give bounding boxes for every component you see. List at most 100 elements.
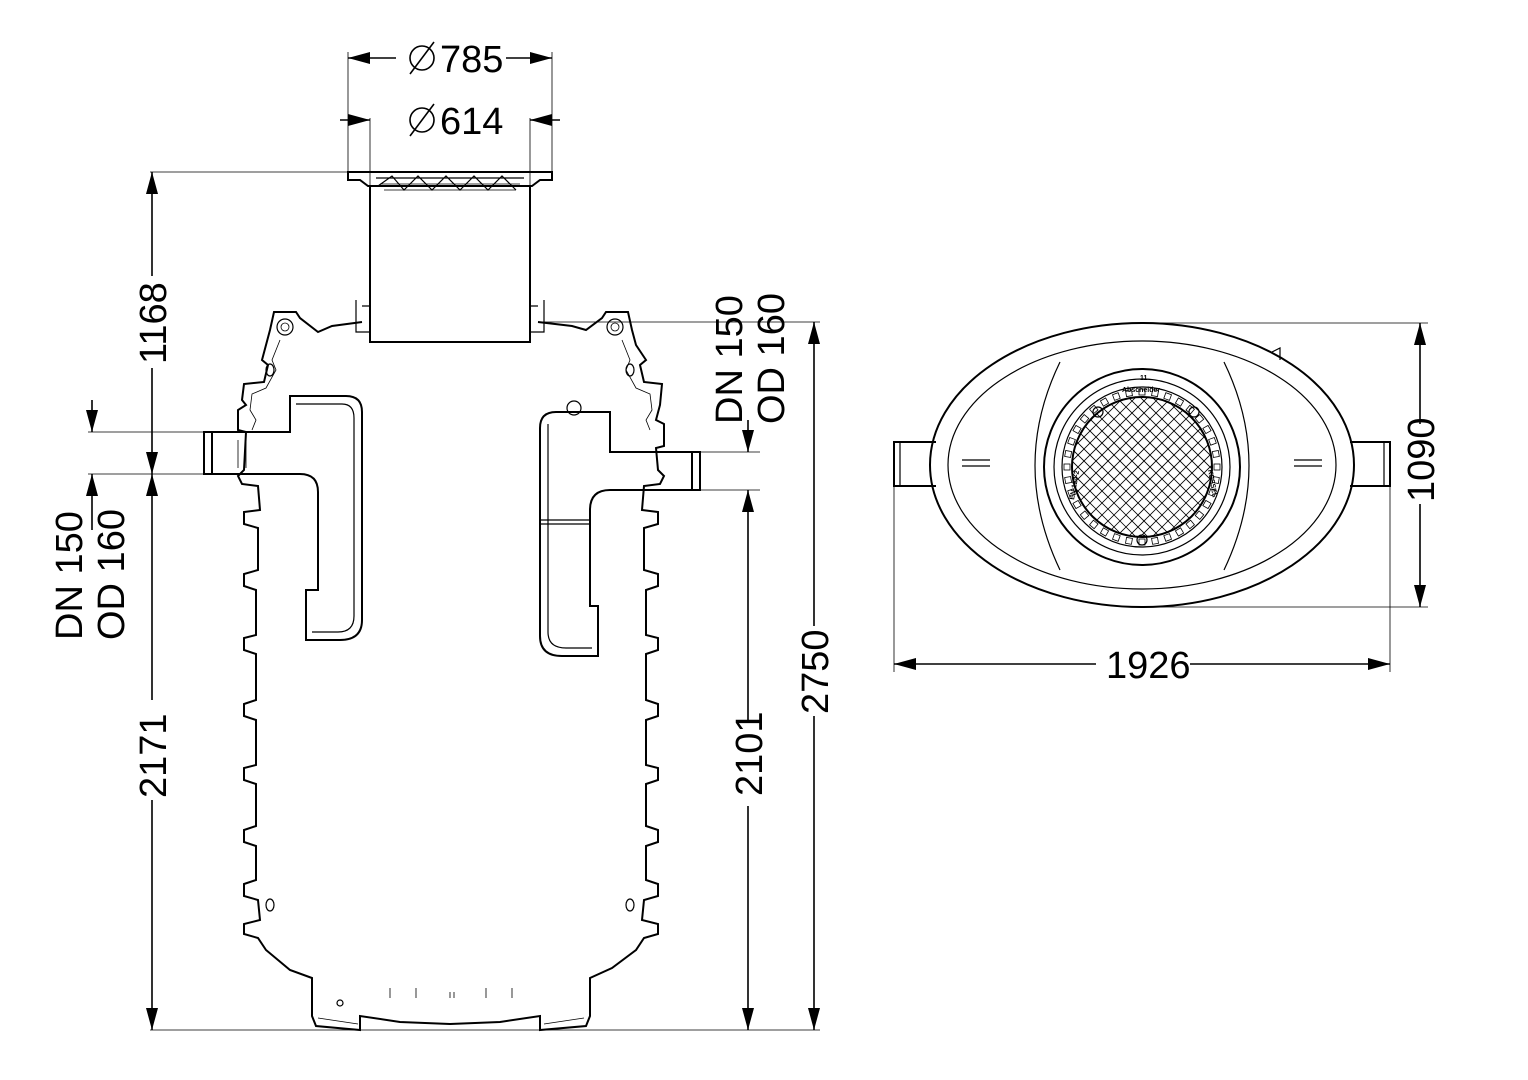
arrow-1168-top [146, 172, 158, 194]
ring-cell [1099, 397, 1110, 407]
outlet-vent-cap [566, 400, 582, 416]
cover-text-mark: 11 [1140, 375, 1148, 382]
inlet-wall-line [237, 440, 247, 468]
vent-hole-right-top [625, 363, 635, 377]
side-view: 785 614 1168 2171 DN 150 OD 160 DN 150 O… [49, 39, 837, 1032]
ring-cell [1202, 499, 1212, 510]
ring-cell [1151, 389, 1159, 398]
ring-cell [1211, 450, 1220, 458]
cover-grate [376, 175, 524, 191]
arrow-614-right [530, 114, 552, 126]
ring-cell [1138, 388, 1146, 396]
arrow-1926-left [894, 658, 916, 670]
inlet-pipe-inner [296, 403, 355, 633]
ring-cell [1211, 476, 1220, 484]
dim-text-plan-depth: 1090 [1401, 417, 1443, 502]
ring-cell [1213, 463, 1221, 471]
plan-cover-ring [1053, 378, 1231, 556]
label-inlet-dn: DN 150 [49, 511, 91, 640]
vent-hole-right-bottom [625, 898, 635, 912]
plan-mid-oval [947, 340, 1337, 590]
outlet-split [540, 519, 590, 525]
ring-cell [1099, 527, 1110, 537]
bolt-icon [1188, 406, 1200, 418]
diameter-icon [409, 103, 435, 137]
ring-cell [1194, 414, 1205, 424]
dim-text-plan-width: 1926 [1106, 645, 1191, 687]
lifting-eye-right [606, 318, 624, 336]
arrow-1090-top [1414, 323, 1426, 345]
arrow-1168-bottom [146, 452, 158, 474]
cover-text-right: KESSEL [1206, 469, 1218, 499]
vent-hole-left-bottom [265, 898, 275, 912]
grate-lattice [1072, 397, 1212, 537]
ring-cell [1064, 450, 1073, 458]
ring-cell [1125, 536, 1133, 545]
lifting-eye-left-inner [280, 322, 290, 332]
dim-text-shaft-height: 1168 [133, 282, 175, 364]
dim-text-total-height: 2750 [795, 629, 837, 714]
arrow-2171-top [146, 474, 158, 496]
dim-text-top-inner-diameter: 614 [440, 101, 503, 143]
ring-cell [1079, 414, 1090, 424]
ring-cell [1089, 519, 1099, 530]
plan-ridge [1034, 361, 1250, 571]
label-outlet-dn: DN 150 [709, 295, 751, 424]
arrow-2750-bottom [808, 1008, 820, 1030]
arrow-outlet-top [742, 430, 754, 452]
cover-ribs [380, 183, 520, 191]
arrow-1090-bottom [1414, 585, 1426, 607]
bolt-icon [1092, 406, 1104, 418]
ring-cell [1208, 436, 1217, 446]
cover-frame [347, 171, 553, 187]
tank-inner-wall [249, 339, 653, 431]
dim-text-outlet-height: 2101 [729, 711, 771, 796]
vent-hole-left-top [265, 363, 275, 377]
arrow-2101-top [742, 490, 754, 512]
plan-cover-outer [1043, 368, 1241, 566]
arrow-2101-bottom [742, 1008, 754, 1030]
arrow-785-right [530, 52, 552, 64]
lifting-eye-right-inner [610, 322, 620, 332]
label-inlet-od: OD 160 [91, 509, 133, 640]
ring-cell [1151, 536, 1159, 545]
bottom-marks [389, 988, 513, 998]
ring-cell [1072, 424, 1082, 435]
plan-notch [1271, 347, 1281, 360]
inlet-pipe [203, 395, 363, 641]
ring-cell [1174, 397, 1185, 407]
cover-text-top: Abscheider [1122, 387, 1160, 394]
plan-extension-lines [893, 322, 1428, 672]
plan-view: Abscheider 11 EN 124-2 KESSEL 1926 1090 [893, 322, 1443, 687]
ring-cell [1125, 389, 1133, 398]
plan-outlet-stub [1350, 441, 1391, 487]
ring-cell [1111, 392, 1121, 401]
lifting-eye-left [276, 318, 294, 336]
plan-cover-grate [1071, 396, 1213, 538]
arrow-1926-right [1368, 658, 1390, 670]
arrow-785-left [348, 52, 370, 64]
ring-cell [1072, 499, 1082, 510]
ring-cell [1163, 392, 1173, 401]
bolt-icon [1136, 534, 1148, 546]
dim-text-inlet-height: 2171 [133, 713, 175, 798]
ring-cell [1202, 424, 1212, 435]
plan-cover-ring-inner [1061, 386, 1223, 548]
arrow-inlet-bottom [86, 474, 98, 496]
ring-cell [1185, 519, 1195, 530]
ring-cell [1067, 488, 1076, 498]
diameter-icon [409, 41, 435, 75]
outlet-socket [691, 452, 701, 490]
plan-dash-right [1294, 459, 1322, 467]
ring-cell [1063, 463, 1071, 471]
arrow-2171-bottom [146, 1008, 158, 1030]
plan-cover-grid [1063, 388, 1221, 546]
ring-cell [1163, 533, 1173, 542]
ring-cell [1174, 527, 1185, 537]
arrow-614-left [348, 114, 370, 126]
ring-cell [1194, 510, 1205, 520]
dim-text-top-outer-diameter: 785 [440, 39, 503, 81]
drain-hole [336, 999, 344, 1007]
arrow-2750-top [808, 322, 820, 344]
